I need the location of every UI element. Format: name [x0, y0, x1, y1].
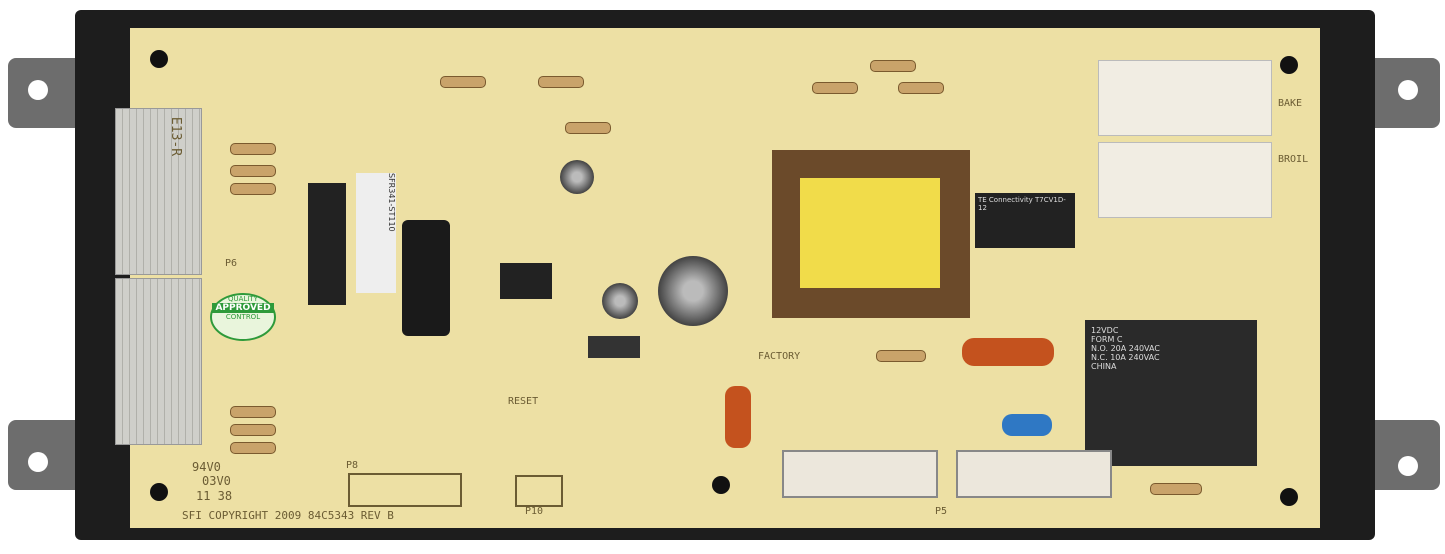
small-relay: TE Connectivity T7CV1D-12 — [975, 193, 1075, 248]
resistor — [538, 76, 584, 88]
code-label: 03V0 — [202, 474, 231, 488]
capacitor — [658, 256, 728, 326]
quality-sticker: QUALITY APPROVED CONTROL — [210, 293, 276, 341]
film-capacitor — [962, 338, 1054, 366]
p8-label: P8 — [346, 460, 359, 471]
p5-label: P5 — [935, 506, 948, 517]
ribbon-cable — [115, 278, 202, 445]
relay-text: 12VDC — [1091, 326, 1119, 335]
sticker-bottom: CONTROL — [225, 313, 261, 321]
sticker-top: QUALITY — [228, 295, 258, 303]
resistor — [898, 82, 944, 94]
reset-label: RESET — [508, 396, 539, 407]
diode — [230, 424, 276, 436]
diode — [230, 143, 276, 155]
label-sticker: SFR341-ST110 — [356, 173, 396, 293]
resistor — [440, 76, 486, 88]
relay-bake — [1098, 60, 1272, 136]
resistor — [230, 406, 276, 418]
capacitor — [602, 283, 638, 319]
ribbon-cable: E13-R — [115, 108, 202, 275]
copyright-text: SFI COPYRIGHT 2009 84C5343 REV B — [182, 509, 394, 522]
mount-hole — [712, 476, 730, 494]
relay-text: N.O. 20A 240VAC — [1091, 344, 1160, 353]
p6-label: P6 — [225, 258, 238, 269]
resistor — [1150, 483, 1202, 495]
regulator — [588, 336, 640, 358]
resistor — [876, 350, 926, 362]
transformer-coil — [800, 178, 940, 288]
bake-label: BAKE — [1278, 98, 1303, 109]
power-relay: 12VDC FORM C N.O. 20A 240VAC N.C. 10A 24… — [1085, 320, 1257, 466]
transformer — [772, 150, 970, 318]
mount-hole — [150, 483, 168, 501]
ceramic-capacitor — [1002, 414, 1052, 436]
p10-label: P10 — [525, 506, 544, 517]
screw-hole — [28, 80, 48, 100]
connector-p8 — [348, 473, 462, 507]
ic-chip — [500, 263, 552, 299]
diode — [230, 165, 276, 177]
resistor — [565, 122, 611, 134]
circuit-board: E13-R QUALITY APPROVED CONTROL SFR341-ST… — [115, 28, 1320, 528]
connector-p5b — [956, 450, 1112, 498]
date-label: 11 38 — [196, 489, 233, 503]
screw-hole — [28, 452, 48, 472]
resistor — [812, 82, 858, 94]
mount-hole — [1280, 56, 1298, 74]
sticker-main: APPROVED — [212, 303, 274, 313]
screw-hole — [1398, 456, 1418, 476]
relay-broil — [1098, 142, 1272, 218]
capacitor — [560, 160, 594, 194]
relay-text: FORM C — [1091, 335, 1123, 344]
relay-text: CHINA — [1091, 362, 1117, 371]
mount-hole — [1280, 488, 1298, 506]
inductor — [402, 220, 450, 336]
diode — [230, 183, 276, 195]
rating-label: 94V0 — [192, 460, 221, 474]
diode — [230, 442, 276, 454]
screw-hole — [1398, 80, 1418, 100]
film-capacitor — [725, 386, 751, 448]
ic-chip — [308, 183, 346, 305]
factory-label: FACTORY — [758, 351, 801, 362]
resistor — [870, 60, 916, 72]
ribbon-text: E13-R — [168, 116, 184, 157]
connector-p10 — [515, 475, 563, 507]
mount-hole — [150, 50, 168, 68]
connector-p5a — [782, 450, 938, 498]
broil-label: BROIL — [1278, 154, 1309, 165]
relay-text: N.C. 10A 240VAC — [1091, 353, 1160, 362]
